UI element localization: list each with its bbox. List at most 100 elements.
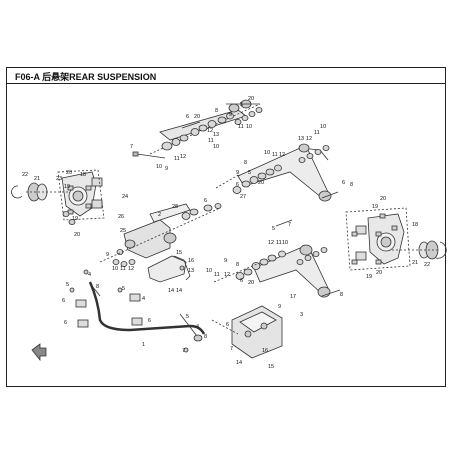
callout-15: 15 [176, 250, 182, 256]
left-knuckle-bolts [62, 185, 92, 225]
callout-28: 28 [172, 204, 178, 210]
callout-10g: 10 [282, 240, 288, 246]
callout-5c: 5 [272, 226, 275, 232]
callout-10: 10 [246, 124, 252, 130]
callout-6h: 6 [148, 318, 151, 324]
bolt-top [136, 153, 166, 159]
callout-12g: 12 [224, 272, 230, 278]
callout-20g: 20 [380, 196, 386, 202]
callout-7c: 7 [182, 348, 185, 354]
callout-2: 2 [158, 212, 161, 218]
callout-4c: 4 [196, 324, 199, 330]
callout-11e: 11 [272, 152, 278, 158]
callout-6g: 6 [64, 320, 67, 326]
callout-12c: 12 [306, 136, 312, 142]
callout-11c: 11 [174, 156, 180, 162]
callout-20b: 20 [194, 114, 200, 120]
callout-4: 4 [88, 272, 91, 278]
callout-5: 5 [240, 102, 243, 108]
callout-5f: 5 [186, 314, 189, 320]
callout-10f: 10 [112, 266, 118, 272]
callout-8c: 8 [350, 182, 353, 188]
callout-6i: 6 [226, 322, 229, 328]
lower-right-a-arm [253, 244, 341, 298]
right-knuckle-bolts [351, 213, 398, 265]
callout-6e: 6 [240, 278, 243, 284]
upper-arm-bushings [161, 107, 263, 151]
callout-11h: 11 [214, 272, 220, 278]
callout-5b: 5 [248, 170, 251, 176]
callout-19: 19 [64, 184, 70, 190]
callout-12f: 12 [268, 240, 274, 246]
callout-5d: 5 [66, 282, 69, 288]
callout-11d: 11 [314, 130, 320, 136]
callout-6c: 6 [342, 180, 345, 186]
callout-3: 3 [300, 312, 303, 318]
callout-14: 14 [168, 288, 174, 294]
callout-10d: 10 [320, 124, 326, 130]
callout-10b: 10 [213, 144, 219, 150]
callout-12d: 12 [279, 152, 285, 158]
callout-6f: 6 [62, 298, 65, 304]
callout-24: 24 [122, 194, 128, 200]
callout-20d: 20 [66, 170, 72, 176]
callout-19c: 19 [372, 204, 378, 210]
stabilizer-bar [75, 281, 206, 342]
callout-8g: 8 [204, 334, 207, 340]
upper-right-a-arm [237, 143, 339, 202]
callout-8f: 8 [96, 284, 99, 290]
callout-7: 7 [130, 144, 133, 150]
left-hub-bearing [11, 182, 70, 202]
callout-8: 8 [215, 108, 218, 114]
center-bushings [112, 203, 222, 267]
callout-6d: 6 [204, 198, 207, 204]
callout-12b: 12 [180, 154, 186, 160]
callout-6: 6 [186, 114, 189, 120]
callout-12e: 12 [128, 266, 134, 272]
callout-12: 12 [207, 128, 213, 134]
callout-13: 13 [213, 132, 219, 138]
callout-11f: 11 [120, 266, 126, 272]
callout-25: 25 [120, 228, 126, 234]
lower-bracket-left [147, 255, 191, 283]
callout-16: 16 [188, 258, 194, 264]
callout-21b: 21 [412, 260, 418, 266]
callout-9e: 9 [224, 258, 227, 264]
callout-19d: 19 [366, 274, 372, 280]
diagram-title: F06-A 后悬架REAR SUSPENSION [15, 72, 157, 82]
front-direction-arrow-icon [31, 343, 47, 362]
callout-6b: 6 [236, 182, 239, 188]
callout-7d: 7 [230, 346, 233, 352]
callout-17: 17 [290, 294, 296, 300]
callout-5e: 5 [122, 286, 125, 292]
lower-arm-bushings [235, 247, 328, 280]
callout-8d: 8 [236, 262, 239, 268]
callout-10h: 10 [206, 268, 212, 274]
callout-20h: 20 [376, 270, 382, 276]
callout-11: 11 [238, 124, 244, 130]
callout-21: 21 [34, 176, 40, 182]
callout-7b: 7 [288, 222, 291, 228]
callout-18: 18 [80, 172, 86, 178]
callout-9b: 9 [165, 166, 168, 172]
callout-14c: 14 [236, 360, 242, 366]
callout-8e: 8 [340, 292, 343, 298]
callout-labels: 5 20 8 9 6 20 11 10 12 13 11 10 7 10 9 1… [22, 96, 430, 370]
callout-23: 23 [56, 176, 62, 182]
callout-10e: 10 [264, 150, 270, 156]
right-hub-bearing [392, 240, 447, 260]
callout-1: 1 [142, 342, 145, 348]
title-bar: F06-A 后悬架REAR SUSPENSION [7, 68, 445, 84]
callout-9: 9 [229, 112, 232, 118]
callout-20e: 20 [74, 232, 80, 238]
callout-20: 20 [248, 96, 254, 102]
callout-20f: 20 [248, 280, 254, 286]
callout-9c: 9 [236, 170, 239, 176]
a-arm-bushings [232, 145, 330, 194]
bolt-mid [275, 219, 293, 227]
diagram-frame: F06-A 后悬架REAR SUSPENSION [6, 67, 446, 387]
center-link [123, 203, 191, 259]
callout-13b: 13 [298, 136, 304, 142]
callout-10c: 10 [156, 164, 162, 170]
